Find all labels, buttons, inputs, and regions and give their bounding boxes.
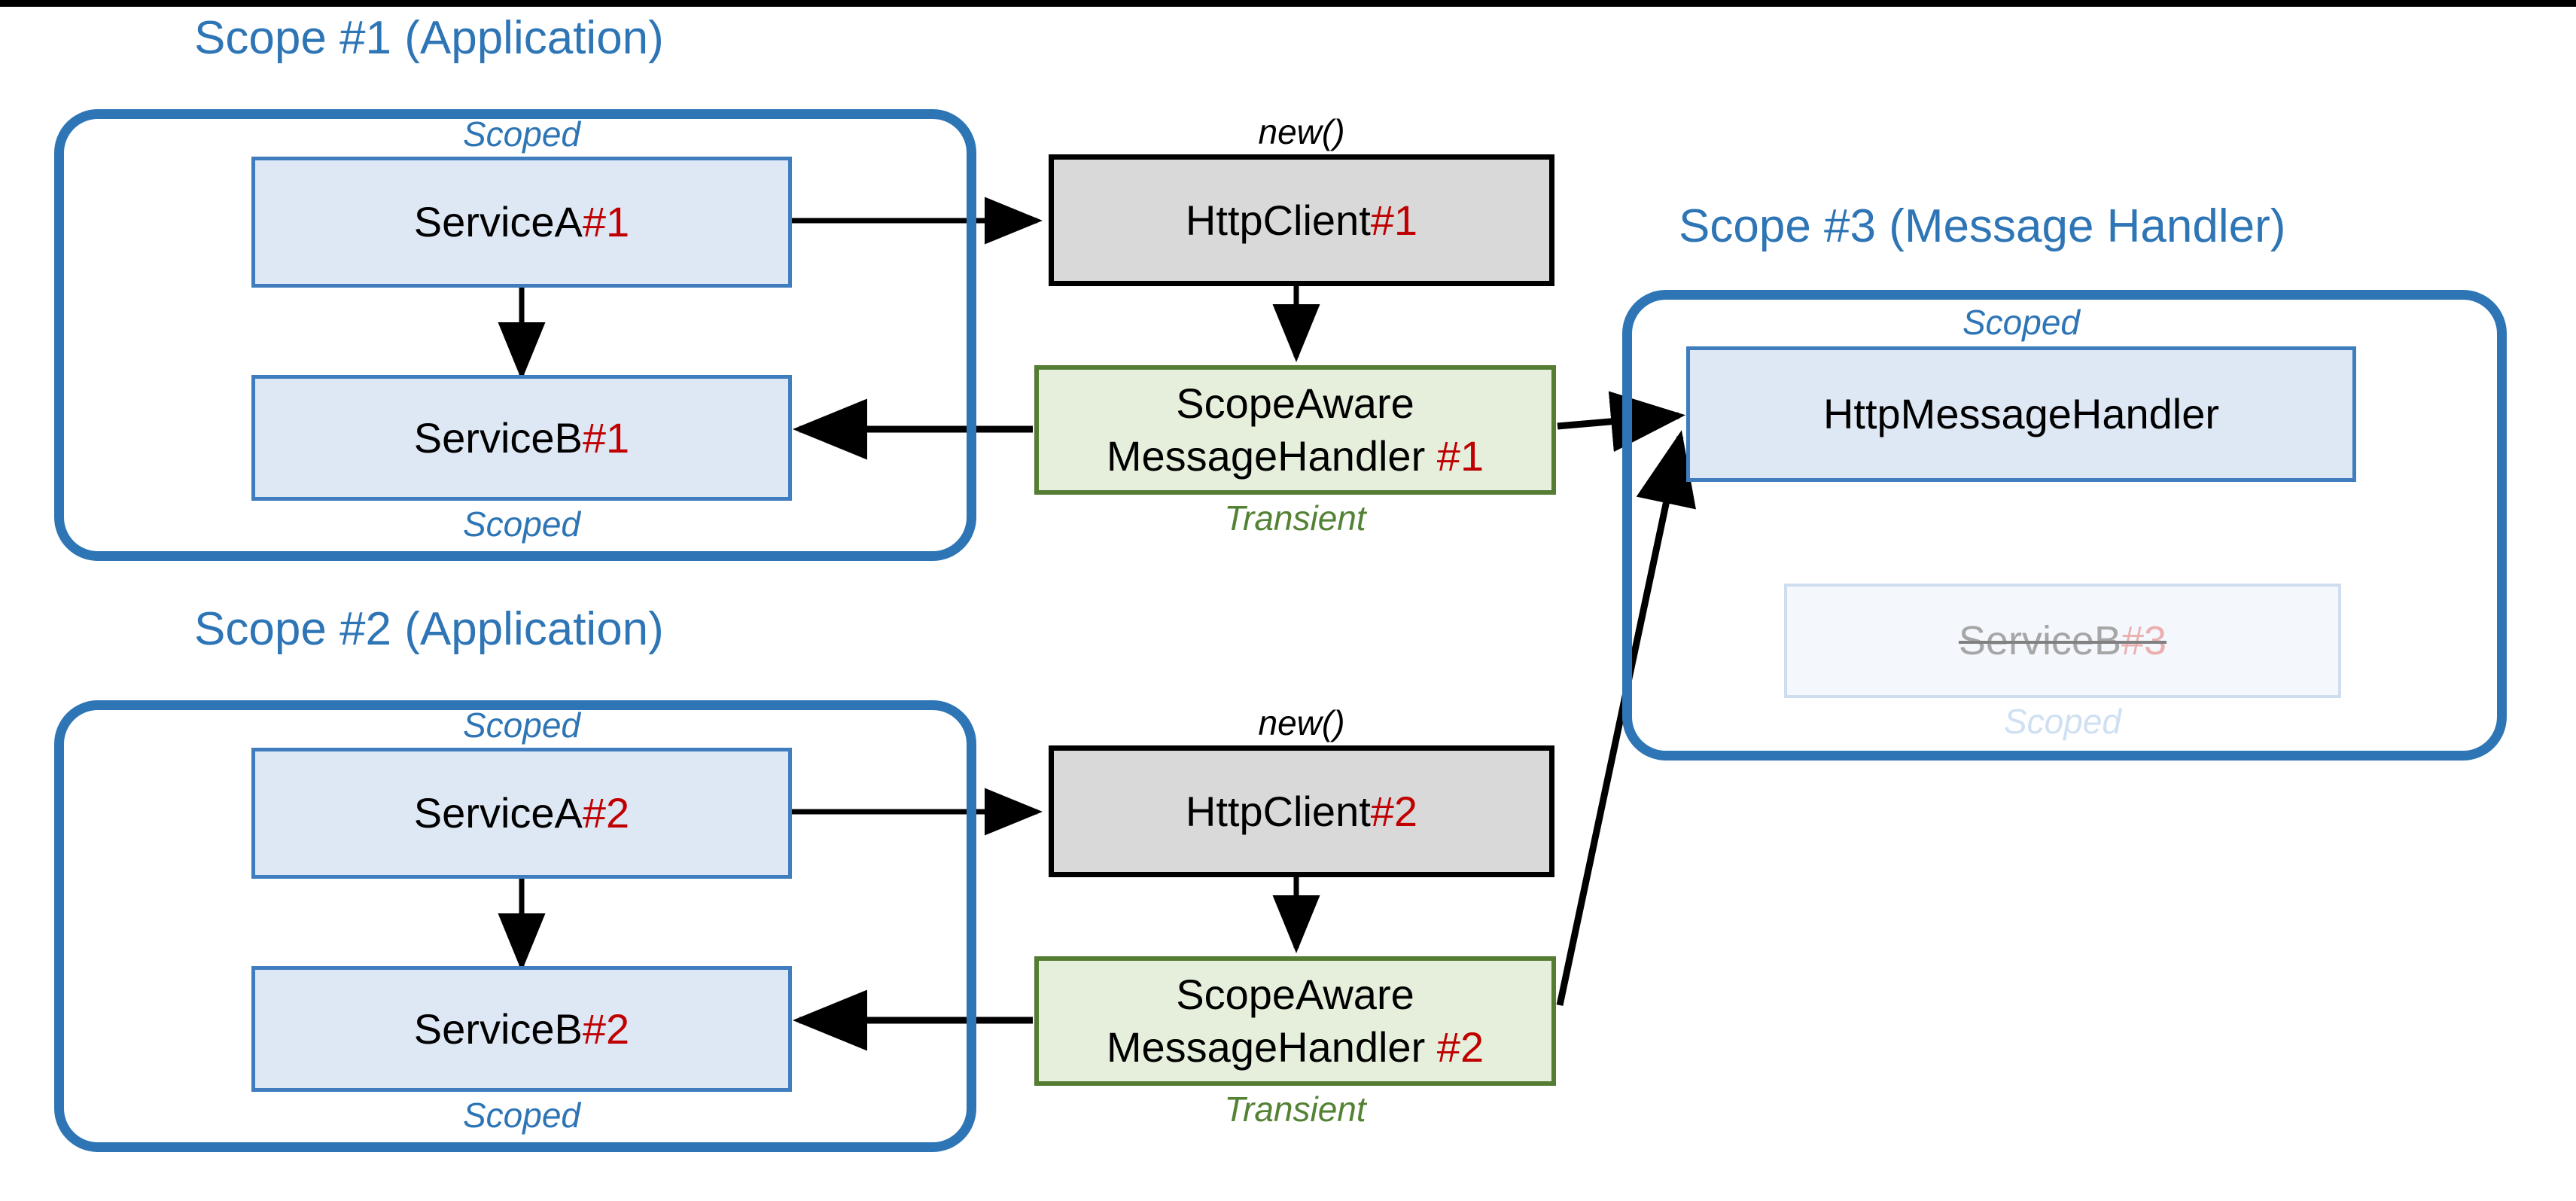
node-serviceb-3-label: ServiceB [1958,618,2121,663]
node-serviceb-3-number: #3 [2121,618,2167,663]
httpclient1-lifetime-label: new() [1258,112,1345,151]
node-scopeaware-handler-1-number: #1 [1436,432,1484,480]
node-httpclient-2-number: #2 [1370,787,1418,835]
node-scopeaware-handler-1-line2: MessageHandler [1106,432,1437,480]
node-servicea-1: ServiceA #1 [251,157,792,288]
node-serviceb-2-number: #2 [582,1004,630,1053]
handler1-lifetime-label: Transient [1224,498,1366,538]
node-httpmessagehandler: HttpMessageHandler [1686,346,2356,482]
serviceb2-lifetime-label: Scoped [462,1096,580,1135]
scope2-title: Scope #2 (Application) [194,603,664,655]
node-serviceb-1-label: ServiceB [413,413,583,462]
serviceb3-lifetime-label: Scoped [2003,702,2121,741]
node-httpclient-1-number: #1 [1370,196,1418,244]
httpmessagehandler-lifetime-label: Scoped [1962,303,2080,342]
node-servicea-1-label: ServiceA [413,198,583,245]
node-serviceb-1-number: #1 [582,413,630,462]
node-scopeaware-handler-2-line1: ScopeAware [1176,971,1414,1018]
node-serviceb-1: ServiceB #1 [251,375,792,501]
httpclient2-lifetime-label: new() [1258,703,1345,742]
node-serviceb-2-label: ServiceB [413,1004,583,1053]
node-scopeaware-handler-1-line1: ScopeAware [1176,380,1414,427]
node-httpclient-2-label: HttpClient [1185,787,1371,835]
handler2-lifetime-label: Transient [1224,1090,1366,1129]
node-servicea-2-label: ServiceA [413,789,583,837]
scope2-container [54,700,976,1152]
node-scopeaware-handler-2-number: #2 [1436,1023,1484,1071]
scope1-title: Scope #1 (Application) [194,12,664,64]
node-serviceb-3: ServiceB #3 [1784,584,2341,698]
top-black-bar [0,0,2576,7]
node-servicea-2-number: #2 [582,789,630,837]
servicea2-lifetime-label: Scoped [462,706,580,745]
node-httpclient-1-label: HttpClient [1185,196,1371,244]
scope1-container [54,109,976,561]
node-servicea-1-number: #1 [582,198,630,245]
node-httpclient-2: HttpClient #2 [1049,745,1554,877]
scope3-container [1622,290,2507,761]
node-scopeaware-handler-1-line2-wrap: MessageHandler #1 [1107,430,1484,483]
node-scopeaware-handler-1: ScopeAware MessageHandler #1 [1034,365,1556,495]
node-scopeaware-handler-2-line2: MessageHandler [1106,1023,1437,1071]
node-scopeaware-handler-2: ScopeAware MessageHandler #2 [1034,956,1556,1086]
node-httpmessagehandler-label: HttpMessageHandler [1822,390,2220,437]
node-httpclient-1: HttpClient #1 [1049,154,1554,286]
node-serviceb-2: ServiceB #2 [251,966,792,1092]
node-scopeaware-handler-2-line2-wrap: MessageHandler #2 [1107,1021,1484,1074]
scope3-title: Scope #3 (Message Handler) [1679,200,2286,252]
servicea1-lifetime-label: Scoped [462,114,580,154]
node-servicea-2: ServiceA #2 [251,748,792,879]
serviceb1-lifetime-label: Scoped [462,504,580,544]
